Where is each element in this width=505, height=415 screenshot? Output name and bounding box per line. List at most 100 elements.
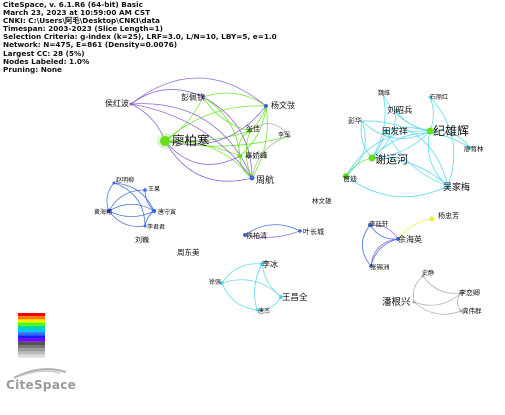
author-label: 赵明柳 xyxy=(116,176,134,184)
author-node[interactable] xyxy=(368,154,376,162)
author-node[interactable] xyxy=(429,216,435,222)
author-node[interactable] xyxy=(255,308,259,312)
labels-layer: 廖柏寒周航杨文弢彭佩钦侯红波张佳李军辜娇峰林文雄谢运河纪雄辉刘昭兵田发祥彭华吴家… xyxy=(94,89,484,315)
info-line: Pruning: None xyxy=(3,64,62,74)
author-label: 林文雄 xyxy=(312,196,332,205)
coauthor-edge xyxy=(361,120,449,187)
coauthor-edge xyxy=(397,218,433,240)
author-node[interactable] xyxy=(343,173,349,179)
author-label: 李军 xyxy=(278,131,290,139)
legend-swatch xyxy=(18,351,45,355)
author-node[interactable] xyxy=(201,95,205,99)
coauthor-edge xyxy=(113,182,146,227)
author-node[interactable] xyxy=(264,104,268,108)
author-node[interactable] xyxy=(459,309,463,313)
author-label: 吴家梅 xyxy=(443,181,470,193)
author-node[interactable] xyxy=(287,134,291,138)
coauthor-edge xyxy=(413,301,462,315)
coauthor-edge xyxy=(371,157,449,187)
author-label: 周航 xyxy=(256,174,274,186)
author-label: 唐守寅 xyxy=(158,208,176,216)
author-label: 纪雄辉 xyxy=(433,123,469,138)
edges-layer xyxy=(106,77,471,315)
author-label: 徐强 xyxy=(209,278,221,286)
author-label: 龚伟群 xyxy=(462,306,482,315)
author-node[interactable] xyxy=(412,300,416,304)
author-node[interactable] xyxy=(129,102,133,106)
author-label: 周东美 xyxy=(177,247,200,257)
author-node[interactable] xyxy=(279,295,283,299)
citespace-logo-text: CiteSpace xyxy=(6,378,77,392)
author-label: 杨文弢 xyxy=(271,100,295,110)
author-node[interactable] xyxy=(160,136,170,146)
author-label: 田发祥 xyxy=(382,126,408,137)
author-node[interactable] xyxy=(248,129,252,133)
coauthor-edge xyxy=(345,120,366,177)
author-node[interactable] xyxy=(151,208,157,214)
author-node[interactable] xyxy=(298,229,302,233)
author-node[interactable] xyxy=(369,264,373,268)
author-node[interactable] xyxy=(384,129,388,133)
coauthor-edge xyxy=(221,279,282,298)
author-label: 彭华 xyxy=(348,116,362,125)
nodes-layer[interactable] xyxy=(106,95,472,313)
author-label: 黄海翔 xyxy=(94,208,112,216)
coauthor-edge xyxy=(385,130,449,187)
author-node[interactable] xyxy=(426,127,434,135)
author-node[interactable] xyxy=(237,153,243,159)
coauthor-edge xyxy=(164,105,267,142)
author-node[interactable] xyxy=(396,237,400,241)
info-line: Nodes Labeled: 1.0% xyxy=(3,56,90,66)
coauthor-edge xyxy=(106,182,115,212)
author-label: 刘昭兵 xyxy=(387,105,413,116)
author-node[interactable] xyxy=(428,95,432,99)
coauthor-edge xyxy=(108,189,146,212)
author-label: 潘根兴 xyxy=(382,296,411,308)
author-label: 魏维 xyxy=(378,89,390,97)
coauthor-edge xyxy=(254,263,263,311)
author-node[interactable] xyxy=(243,233,247,237)
coauthor-edge xyxy=(245,130,253,179)
author-node[interactable] xyxy=(394,109,398,113)
author-node[interactable] xyxy=(446,184,450,188)
legend-swatch xyxy=(18,313,45,317)
legend-swatch xyxy=(18,332,45,336)
author-node[interactable] xyxy=(220,281,224,285)
time-color-legend xyxy=(18,313,45,358)
author-node[interactable] xyxy=(143,188,147,192)
network-info-panel: CiteSpace, v. 6.1.R6 (64-bit) Basic Marc… xyxy=(3,0,277,74)
coauthor-edge xyxy=(239,105,267,157)
author-node[interactable] xyxy=(143,224,147,228)
coauthor-edge xyxy=(429,130,471,149)
coauthor-edge xyxy=(221,263,263,284)
coauthor-edge xyxy=(251,135,290,179)
author-node[interactable] xyxy=(249,175,255,181)
author-node[interactable] xyxy=(260,262,264,266)
coauthor-edge xyxy=(244,230,301,238)
coauthor-edge xyxy=(251,105,268,179)
author-node[interactable] xyxy=(112,181,116,185)
author-node[interactable] xyxy=(368,223,372,227)
coauthor-edge xyxy=(164,140,253,182)
legend-swatch xyxy=(18,319,45,323)
author-node[interactable] xyxy=(459,291,463,295)
coauthor-edge xyxy=(457,292,462,312)
coauthor-edge xyxy=(202,96,251,132)
author-node[interactable] xyxy=(106,208,112,214)
info-line: Selection Criteria: g-index (k=25), LRF=… xyxy=(3,32,277,42)
coauthor-edge xyxy=(370,238,399,267)
author-node[interactable] xyxy=(468,146,472,150)
coauthor-edge xyxy=(164,140,241,165)
legend-swatch xyxy=(18,348,45,352)
author-node[interactable] xyxy=(421,274,425,278)
coauthor-edge xyxy=(164,105,267,145)
author-label: 张佳 xyxy=(246,124,260,133)
author-label: 王果 xyxy=(148,186,160,193)
coauthor-edge xyxy=(164,96,204,142)
coauthor-edge xyxy=(221,282,258,311)
legend-swatch xyxy=(18,316,45,320)
coauthor-edge xyxy=(202,92,267,107)
info-line: CiteSpace, v. 6.1.R6 (64-bit) Basic xyxy=(3,0,143,9)
